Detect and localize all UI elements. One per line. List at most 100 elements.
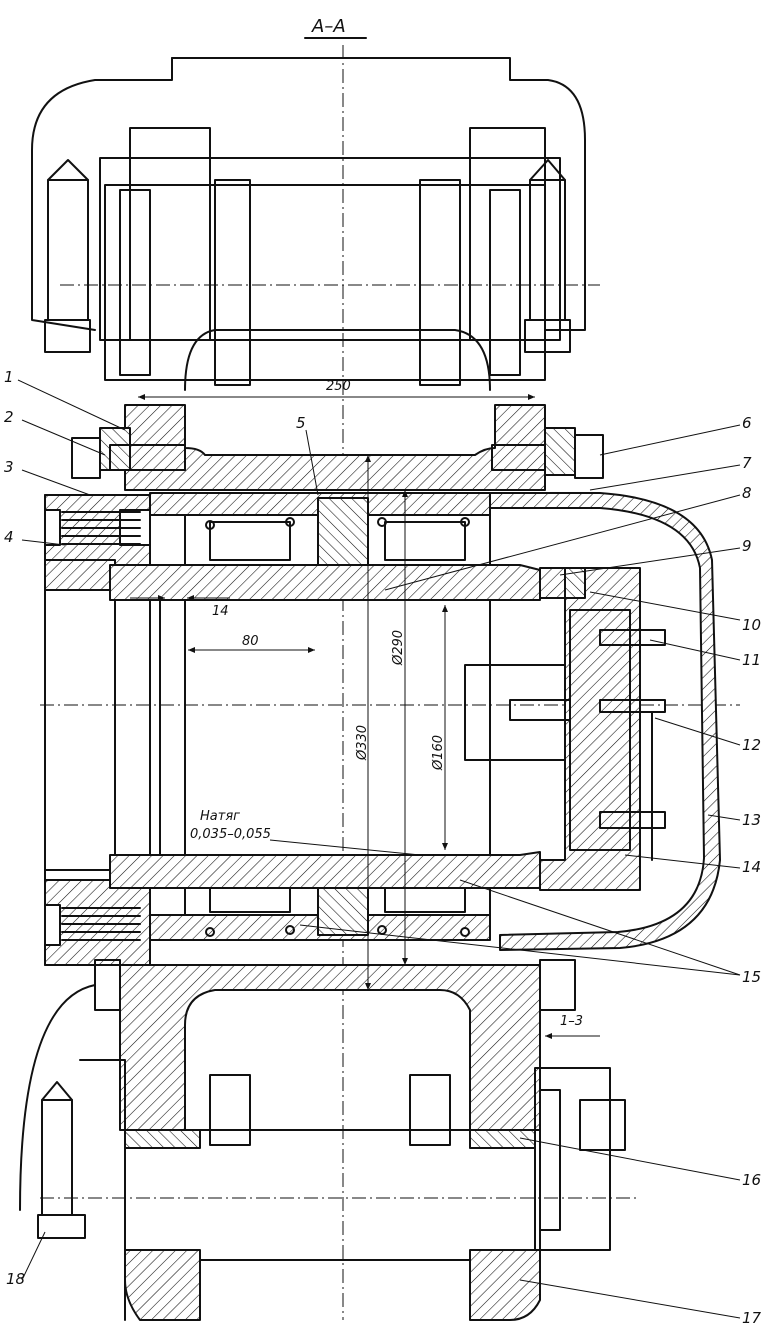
leader-10 [589,591,741,621]
callout-18: 18 [6,1270,25,1288]
leader-1 [17,379,126,431]
upper-roller-flange-right [419,179,461,386]
callout-13: 13 [742,811,761,829]
leader-13 [707,814,741,821]
leader-6 [599,424,741,456]
dimension-330: Ø330 [355,455,371,990]
leader-15b [299,924,741,976]
callout-3: 3 [4,458,14,476]
lower-right-bolt [539,1089,561,1231]
leader-3 [21,469,91,496]
seal-ring-uc2 [377,517,387,527]
axle-shoulder-lines [159,599,186,856]
interference-note-leader [269,839,421,856]
callout-7: 7 [742,454,752,472]
callout-leaders [17,379,741,1319]
dim-290-text: Ø290 [391,630,406,666]
end-cap-inner [569,609,631,851]
callout-15: 15 [742,968,761,986]
leader-8 [384,494,741,591]
upper-roller-2 [384,521,466,561]
leader-4 [21,539,66,546]
dimension-290: Ø290 [391,490,408,965]
part-13-cover [489,492,721,951]
part-8-bushing-top [109,564,541,601]
leader-7 [589,464,741,491]
section-marker: 1–3 [545,1014,600,1039]
part-17-wheel-section [469,1249,541,1321]
section-title-text: А–А [311,16,346,37]
leader-16 [519,1137,741,1181]
part-13-bolt [599,811,666,829]
callout-9: 9 [742,537,752,555]
leader-11 [649,639,741,661]
dimension-160: Ø160 [431,605,448,850]
part-3-lower-section [44,879,151,966]
leader-15a [459,879,741,976]
callout-1: 1 [4,368,14,386]
part-18-nut [37,1214,86,1239]
upper-left-nut [44,319,91,353]
leader-2 [21,419,106,456]
upper-bearing-left [119,189,151,376]
interference-note-line2: 0,035–0,055 [190,827,271,842]
part-5-spacer-upper [317,497,369,566]
callout-10: 10 [742,616,761,634]
callout-14: 14 [742,858,761,876]
part-16-ring-left [124,1129,201,1149]
section-marker-text: 1–3 [560,1014,583,1029]
seal-ring-ll [205,927,215,937]
upper-roller-1 [209,521,291,561]
lower-beam-section [119,964,541,1131]
seal-ring-uc1 [285,517,295,527]
upper-beam-section [124,404,546,491]
dim-330-text: Ø330 [355,725,370,761]
seal-ring-lc1 [285,925,295,935]
callout-8: 8 [742,484,752,502]
upper-frame-outline-right [171,57,586,331]
upper-roller-body [104,184,546,381]
leader-9 [559,547,741,576]
upper-beam [71,404,604,491]
lower-left-frame [79,1059,126,1321]
upper-left-cheek [129,127,211,341]
leader-5 [305,429,319,496]
part-14-end-cap [539,567,641,891]
leader-18 [21,1231,46,1281]
dimension-250: 250 [138,379,535,400]
lower-right-bolt-head [579,1099,626,1151]
lower-roller-assembly [19,984,626,1321]
callout-labels: 1 2 3 4 5 6 7 8 9 10 11 12 13 14 15 16 1… [4,368,762,1327]
seal-ring-ur [460,517,470,527]
part-6-bolt-head [574,434,604,479]
seal-ring-ul [205,520,215,530]
lower-roller-body [124,1129,541,1261]
part-10-ring [564,567,586,599]
upper-left-bolt [47,179,89,321]
center-bolt [599,699,666,713]
lower-left-wheel-section [124,1249,201,1321]
upper-left-bolt-head [47,159,89,181]
dim-160-text: Ø160 [431,735,446,771]
upper-right-bolt-head [529,159,566,181]
upper-right-nut [524,319,571,353]
lower-left-lug [94,959,121,1011]
part-18-bolt-top [41,1081,73,1101]
dimension-80: 80 [188,634,315,653]
upper-bearing-right [489,189,521,376]
end-plate [464,664,566,761]
lower-beam [94,959,576,1131]
left-bolt-head [71,437,101,479]
dim-250-text: 250 [326,379,351,394]
part-4-spring-pack-lower [61,907,141,941]
upper-frame-outline-left [31,57,173,331]
upper-cassette-body [99,157,561,341]
upper-roller-assembly [31,57,586,391]
upper-right-cheek [469,127,546,341]
lower-right-bracket [534,1067,611,1251]
lower-frame-curve [19,984,96,1211]
shaft-bushing [109,564,541,889]
interference-note: Натяг 0,035–0,055 [190,809,421,856]
